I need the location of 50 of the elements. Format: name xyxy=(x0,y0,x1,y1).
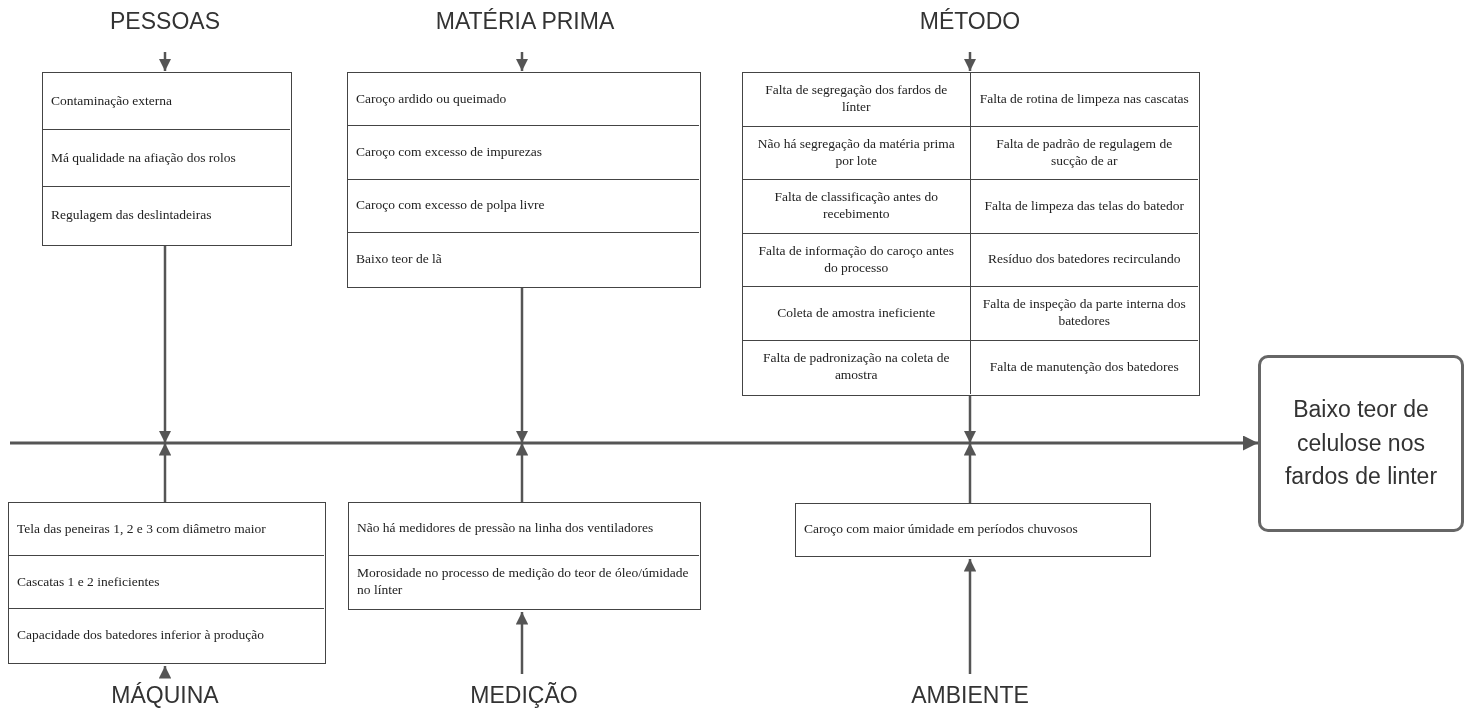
cause-box xyxy=(8,502,326,664)
cause-item: Caroço com maior úmidade em períodos chuvosos xyxy=(796,504,1149,555)
arrow xyxy=(963,443,977,503)
category-label: MÁQUINA xyxy=(65,682,265,722)
category-label: AMBIENTE xyxy=(870,682,1070,722)
cause-item: Capacidade dos batedores inferior à produção xyxy=(9,609,324,662)
cause-item: Morosidade no processo de medição do teor de óleo/úmidade no línter xyxy=(349,555,699,608)
category-label: MATÉRIA PRIMA xyxy=(400,8,650,48)
cause-item: Falta de classificação antes do recebimento xyxy=(743,180,971,234)
cause-box xyxy=(347,72,701,288)
arrow xyxy=(963,52,977,71)
category-label: MEDIÇÃO xyxy=(424,682,624,722)
cause-item: Caroço com excesso de impurezas xyxy=(348,126,699,180)
cause-item: Baixo teor de lã xyxy=(348,232,699,286)
cause-item: Cascatas 1 e 2 ineficientes xyxy=(9,556,324,609)
cause-item: Falta de inspeção da parte interna dos batedores xyxy=(970,287,1198,341)
arrow xyxy=(963,396,977,443)
arrow xyxy=(158,52,172,71)
arrow xyxy=(158,246,172,443)
cause-item: Falta de rotina de limpeza nas cascatas xyxy=(970,73,1198,127)
arrow xyxy=(515,443,529,502)
cause-item: Não há segregação da matéria prima por lote xyxy=(743,126,971,180)
arrow xyxy=(158,666,172,679)
cause-item: Caroço ardido ou queimado xyxy=(348,73,699,127)
cause-box xyxy=(348,502,701,610)
effect-box: Baixo teor de celulose nos fardos de linter xyxy=(1258,355,1464,532)
cause-item: Falta de manutenção dos batedores xyxy=(970,340,1198,394)
arrow xyxy=(158,443,172,502)
cause-item: Coleta de amostra ineficiente xyxy=(743,287,971,341)
cause-item: Resíduo dos batedores recirculando xyxy=(970,233,1198,287)
cause-item: Falta de segregação dos fardos de línter xyxy=(743,73,971,127)
arrow xyxy=(515,52,529,71)
cause-box xyxy=(42,72,292,246)
cause-item: Regulagem das deslintadeiras xyxy=(43,187,290,244)
cause-item: Contaminação externa xyxy=(43,73,290,130)
cause-item: Caroço com excesso de polpa livre xyxy=(348,179,699,233)
cause-item: Falta de padronização na coleta de amostra xyxy=(743,340,971,394)
arrow xyxy=(963,559,977,674)
arrow xyxy=(515,288,529,443)
category-label: PESSOAS xyxy=(65,8,265,48)
cause-box xyxy=(742,72,1200,396)
cause-item: Má qualidade na afiação dos rolos xyxy=(43,130,290,187)
cause-item: Falta de limpeza das telas do batedor xyxy=(970,180,1198,234)
spine-arrow xyxy=(10,435,1258,451)
category-label: MÉTODO xyxy=(870,8,1070,48)
cause-item: Falta de padrão de regulagem de sucção de ar xyxy=(970,126,1198,180)
cause-item: Tela das peneiras 1, 2 e 3 com diâmetro maior xyxy=(9,503,324,556)
cause-item: Não há medidores de pressão na linha dos ventiladores xyxy=(349,503,699,556)
cause-item: Falta de informação do caroço antes do processo xyxy=(743,233,971,287)
arrow xyxy=(515,612,529,674)
